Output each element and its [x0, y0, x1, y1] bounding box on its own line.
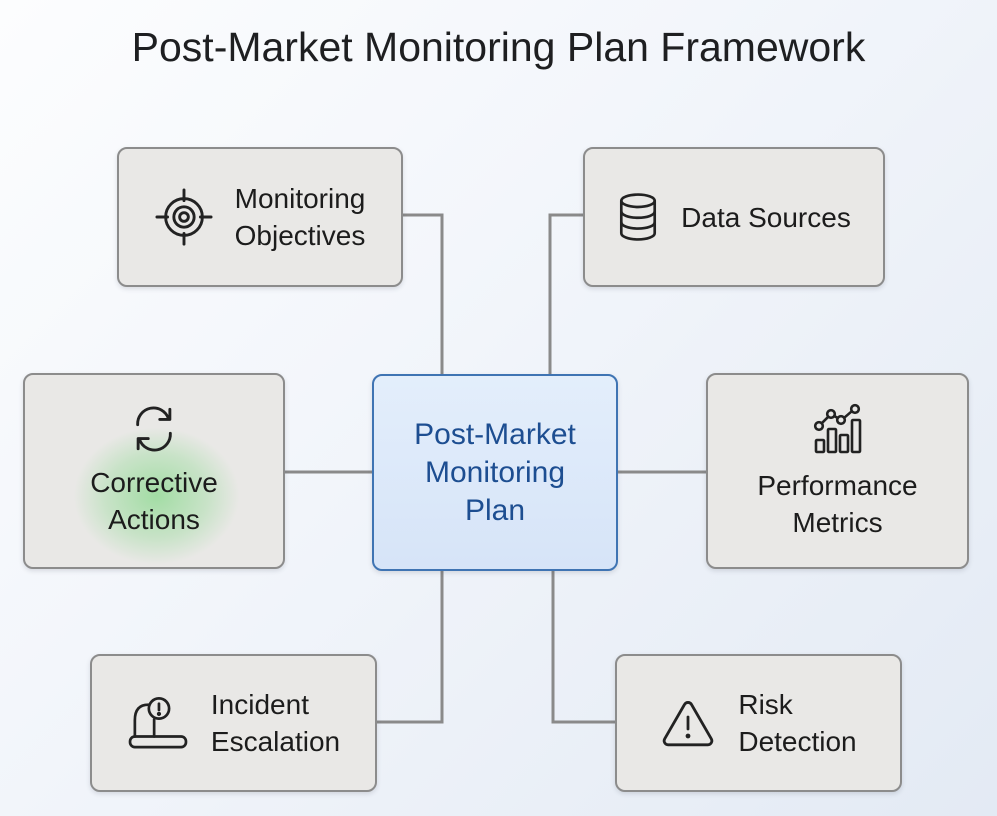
node-label-line: Detection: [738, 726, 857, 757]
center-node-label: Post-Market Monitoring Plan: [414, 416, 576, 530]
alarm-siren-icon: [127, 696, 189, 750]
refresh-icon: [129, 404, 179, 454]
connector-line: [551, 569, 617, 724]
node-label-line: Performance: [757, 470, 918, 501]
node-label-line: Actions: [108, 504, 200, 535]
node-risk-detection: Risk Detection: [615, 654, 902, 792]
node-incident-escalation: Incident Escalation: [90, 654, 377, 792]
diagram-title: Post-Market Monitoring Plan Framework: [131, 24, 866, 70]
connector-line: [548, 213, 585, 380]
center-label-line: Post-Market: [414, 417, 576, 451]
node-performance-metrics: Performance Metrics: [706, 373, 969, 569]
connector-line: [401, 213, 444, 380]
center-label-line: Monitoring: [424, 455, 566, 489]
warning-triangle-icon: [660, 698, 716, 748]
node-label: Performance Metrics: [757, 467, 917, 541]
node-corrective-actions: Corrective Actions: [23, 373, 285, 569]
center-label-line: Plan: [464, 493, 526, 527]
node-data-sources: Data Sources: [583, 147, 885, 287]
node-label: Data Sources: [681, 199, 851, 236]
node-monitoring-objectives: Monitoring Objectives: [117, 147, 403, 287]
node-label: Incident Escalation: [211, 686, 340, 760]
connector-line: [376, 569, 444, 724]
node-label-line: Escalation: [210, 726, 341, 757]
node-label: Corrective Actions: [90, 464, 218, 538]
target-icon: [155, 188, 213, 246]
node-post-market-monitoring-plan: Post-Market Monitoring Plan: [372, 374, 618, 571]
node-label-line: Data Sources: [681, 201, 851, 233]
node-label-line: Metrics: [792, 507, 883, 538]
node-label: Monitoring Objectives: [235, 180, 366, 254]
node-label-line: Monitoring: [234, 183, 366, 214]
node-label-line: Risk: [738, 689, 793, 720]
database-icon: [617, 192, 659, 242]
node-label-line: Corrective: [90, 467, 218, 498]
node-label-line: Objectives: [234, 220, 366, 251]
node-label: Risk Detection: [738, 686, 856, 760]
bar-chart-icon: [810, 401, 866, 457]
node-label-line: Incident: [210, 689, 309, 720]
